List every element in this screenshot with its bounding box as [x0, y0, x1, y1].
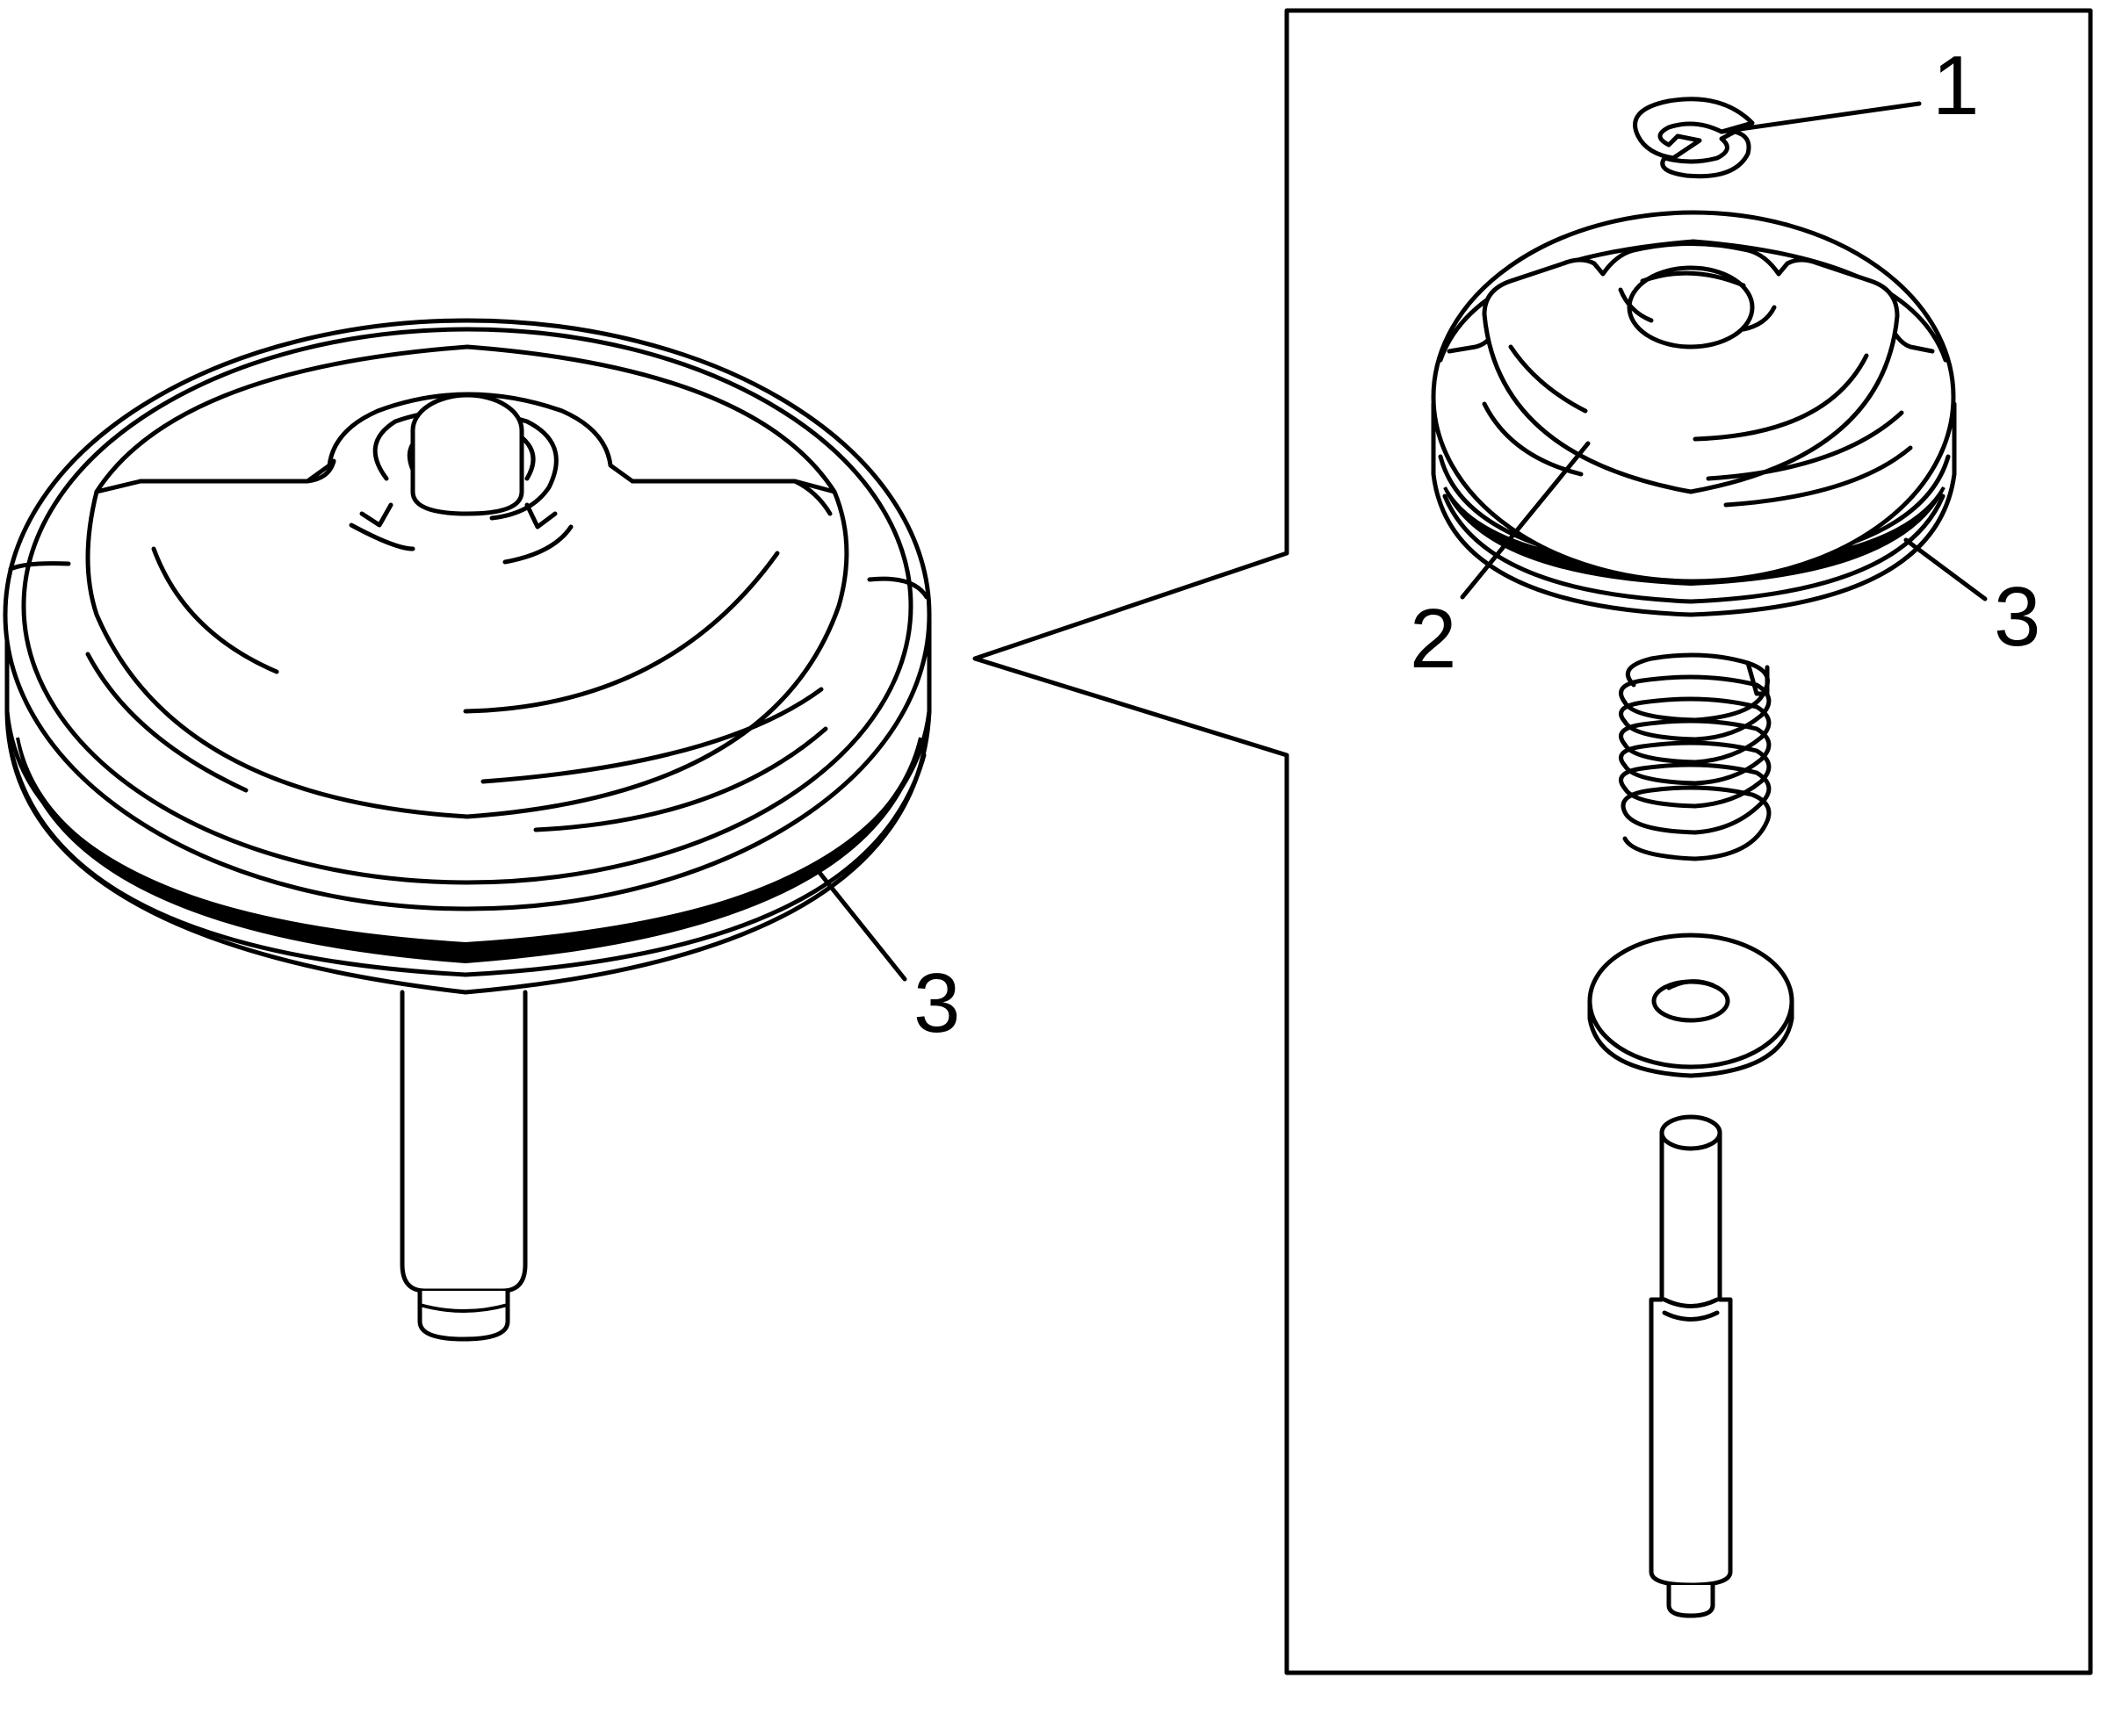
callout-3-inset: 3 [1994, 570, 2040, 664]
part-stem [1649, 1114, 1733, 1618]
leader-2 [1460, 441, 1591, 600]
leader-1 [1719, 101, 1922, 134]
inset-frame [972, 8, 2093, 1675]
part-washer [1587, 933, 1794, 1078]
callout-2: 2 [1410, 592, 1456, 686]
leader-3-inset [1903, 537, 1988, 601]
part-valve-head [1431, 210, 1957, 617]
assembled-valve [3, 318, 932, 1342]
callout-1: 1 [1932, 39, 1979, 133]
part-spring [1619, 652, 1772, 861]
exploded-parts [1431, 97, 1988, 1618]
callout-3-main: 3 [913, 956, 960, 1050]
assembled-stem [400, 990, 528, 1342]
leader-3-main [814, 867, 907, 982]
assembled-dome [85, 392, 849, 819]
part-e-clip [1633, 97, 1755, 179]
